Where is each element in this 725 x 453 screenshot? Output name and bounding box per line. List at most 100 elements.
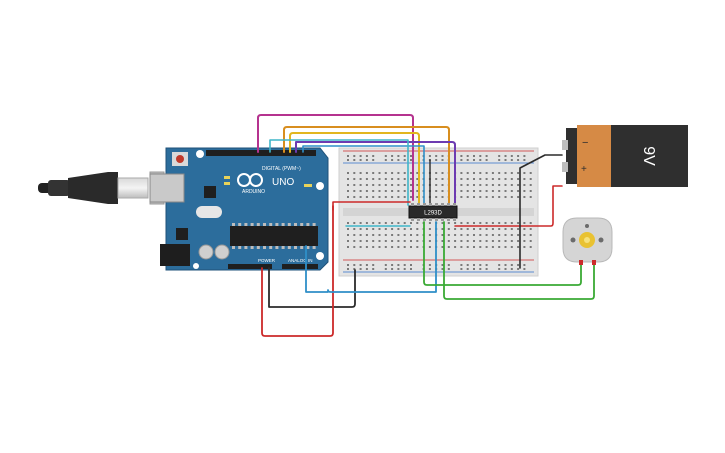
mcu-pin[interactable] (256, 246, 260, 249)
breadboard-hole[interactable] (403, 246, 406, 248)
l293d-driver-chip[interactable]: L293D (408, 203, 458, 221)
breadboard-hole[interactable] (359, 246, 362, 248)
breadboard-hole[interactable] (466, 234, 469, 236)
breadboard-hole[interactable] (479, 184, 482, 186)
breadboard-hole[interactable] (466, 240, 469, 242)
breadboard-hole[interactable] (365, 228, 368, 230)
breadboard-hole[interactable] (491, 190, 494, 192)
breadboard-hole[interactable] (378, 184, 381, 186)
wires[interactable] (257, 114, 595, 337)
breadboard-hole[interactable] (504, 268, 507, 270)
breadboard-hole[interactable] (529, 240, 532, 242)
breadboard-hole[interactable] (397, 228, 400, 230)
breadboard-hole[interactable] (416, 246, 419, 248)
breadboard-hole[interactable] (372, 222, 375, 224)
breadboard-hole[interactable] (504, 172, 507, 174)
breadboard-hole[interactable] (460, 184, 463, 186)
chip-pin[interactable] (453, 218, 456, 221)
breadboard-hole[interactable] (397, 190, 400, 192)
breadboard-hole[interactable] (359, 159, 362, 161)
breadboard-hole[interactable] (347, 178, 349, 180)
breadboard-hole[interactable] (529, 246, 532, 248)
breadboard-hole[interactable] (391, 246, 394, 248)
breadboard-hole[interactable] (353, 196, 356, 198)
mcu-pin[interactable] (281, 223, 285, 226)
breadboard-hole[interactable] (359, 155, 362, 157)
breadboard-hole[interactable] (479, 155, 482, 157)
breadboard-hole[interactable] (523, 172, 526, 174)
breadboard-hole[interactable] (391, 264, 394, 266)
mcu-pin[interactable] (256, 223, 260, 226)
breadboard-hole[interactable] (353, 234, 356, 236)
breadboard-hole[interactable] (347, 228, 349, 230)
breadboard-hole[interactable] (347, 196, 349, 198)
breadboard-hole[interactable] (441, 184, 444, 186)
breadboard-hole[interactable] (504, 155, 507, 157)
breadboard-hole[interactable] (353, 246, 356, 248)
mcu-pin[interactable] (244, 223, 248, 226)
breadboard-hole[interactable] (454, 222, 457, 224)
breadboard-hole[interactable] (441, 264, 444, 266)
breadboard-hole[interactable] (391, 234, 394, 236)
breadboard-hole[interactable] (523, 159, 526, 161)
mcu-pin[interactable] (263, 223, 266, 226)
breadboard-hole[interactable] (410, 196, 412, 198)
breadboard-hole[interactable] (473, 246, 475, 248)
breadboard-hole[interactable] (391, 190, 394, 192)
arduino-uno-board[interactable]: ARDUINO UNO DIGITAL (PWM~) POWER ANALOG … (149, 147, 329, 271)
breadboard-hole[interactable] (523, 264, 526, 266)
breadboard-hole[interactable] (498, 196, 501, 198)
breadboard-hole[interactable] (353, 190, 356, 192)
mcu-pin[interactable] (232, 223, 235, 226)
breadboard-hole[interactable] (498, 172, 501, 174)
breadboard-hole[interactable] (479, 228, 482, 230)
breadboard-hole[interactable] (365, 184, 368, 186)
breadboard-hole[interactable] (510, 234, 513, 236)
breadboard-hole[interactable] (410, 184, 412, 186)
breadboard-hole[interactable] (466, 190, 469, 192)
breadboard-hole[interactable] (460, 178, 463, 180)
breadboard-hole[interactable] (403, 228, 406, 230)
breadboard-hole[interactable] (365, 196, 368, 198)
breadboard-hole[interactable] (529, 234, 532, 236)
breadboard-hole[interactable] (504, 190, 507, 192)
breadboard-hole[interactable] (441, 246, 444, 248)
breadboard-hole[interactable] (447, 234, 450, 236)
breadboard-hole[interactable] (403, 178, 406, 180)
breadboard-hole[interactable] (391, 184, 394, 186)
breadboard-hole[interactable] (441, 196, 444, 198)
breadboard-hole[interactable] (397, 222, 400, 224)
breadboard-hole[interactable] (485, 228, 488, 230)
breadboard-hole[interactable] (372, 246, 375, 248)
breadboard-hole[interactable] (441, 234, 444, 236)
breadboard-hole[interactable] (353, 178, 356, 180)
breadboard-hole[interactable] (479, 190, 482, 192)
breadboard-hole[interactable] (498, 155, 501, 157)
breadboard-hole[interactable] (460, 172, 463, 174)
breadboard-hole[interactable] (517, 184, 520, 186)
mcu-pin[interactable] (306, 246, 310, 249)
breadboard-hole[interactable] (403, 222, 406, 224)
breadboard-hole[interactable] (416, 228, 419, 230)
breadboard-hole[interactable] (391, 159, 394, 161)
breadboard-hole[interactable] (447, 264, 450, 266)
mcu-pin[interactable] (294, 246, 297, 249)
breadboard-hole[interactable] (529, 172, 532, 174)
breadboard-hole[interactable] (441, 190, 444, 192)
breadboard-hole[interactable] (479, 234, 482, 236)
breadboard-hole[interactable] (473, 159, 475, 161)
breadboard-hole[interactable] (491, 246, 494, 248)
breadboard-hole[interactable] (504, 246, 507, 248)
breadboard-hole[interactable] (416, 184, 419, 186)
breadboard-hole[interactable] (498, 234, 501, 236)
mcu-pin[interactable] (312, 246, 316, 249)
breadboard-hole[interactable] (397, 155, 400, 157)
breadboard-hole[interactable] (410, 155, 412, 157)
breadboard-hole[interactable] (523, 155, 526, 157)
breadboard-hole[interactable] (353, 222, 356, 224)
dc-motor[interactable] (562, 217, 613, 265)
breadboard-hole[interactable] (359, 268, 362, 270)
breadboard-hole[interactable] (384, 196, 387, 198)
breadboard-hole[interactable] (435, 155, 438, 157)
breadboard-hole[interactable] (441, 155, 444, 157)
